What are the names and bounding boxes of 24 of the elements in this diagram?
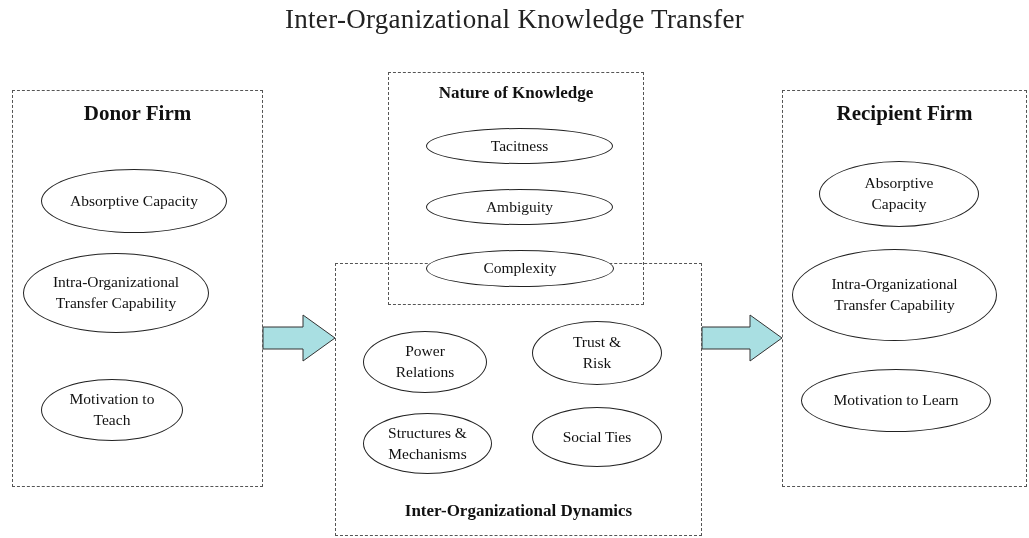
factor-ellipse: Motivation to Teach <box>41 379 183 441</box>
factor-ellipse: Ambiguity <box>426 189 613 225</box>
group-heading: Nature of Knowledge <box>437 83 595 103</box>
factor-ellipse: Power Relations <box>363 331 487 393</box>
factor-ellipse: Motivation to Learn <box>801 369 991 432</box>
group-heading: Inter-Organizational Dynamics <box>403 501 634 521</box>
factor-ellipse: Structures & Mechanisms <box>363 413 492 474</box>
factor-ellipse: Absorptive Capacity <box>41 169 227 233</box>
factor-ellipse: Trust & Risk <box>532 321 662 385</box>
factor-ellipse: Absorptive Capacity <box>819 161 979 227</box>
group-heading: Recipient Firm <box>835 101 974 126</box>
group-heading: Donor Firm <box>82 101 193 126</box>
factor-ellipse: Tacitness <box>426 128 613 164</box>
block-arrow <box>701 314 783 362</box>
factor-ellipse: Complexity <box>426 250 614 287</box>
dashed-group-box <box>782 90 1027 487</box>
dashed-group-box <box>388 72 644 305</box>
dashed-group-box <box>12 90 263 487</box>
factor-ellipse: Intra-Organizational Transfer Capability <box>23 253 209 333</box>
factor-ellipse: Intra-Organizational Transfer Capability <box>792 249 997 341</box>
dashed-group-box <box>335 263 702 536</box>
block-arrow <box>262 314 336 362</box>
factor-ellipse: Social Ties <box>532 407 662 467</box>
diagram-title: Inter-Organizational Knowledge Transfer <box>283 4 745 35</box>
